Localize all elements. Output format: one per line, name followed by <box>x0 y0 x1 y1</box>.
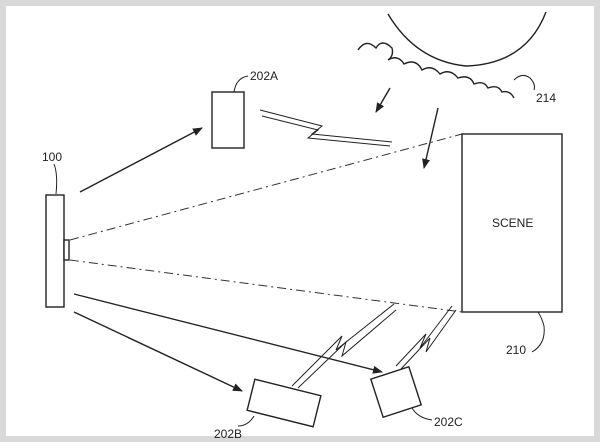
arrow-to-202C <box>73 293 383 374</box>
sensor-202C-label: 202C <box>434 415 463 429</box>
sensor-202C-leader <box>411 407 433 421</box>
scene-ref-label: 210 <box>506 343 526 357</box>
link-202A-b <box>261 115 391 147</box>
arrow-to-202A <box>79 127 203 193</box>
sensor-202B-leader <box>237 415 255 427</box>
light-arrow-1 <box>375 87 391 113</box>
fov-upper <box>69 133 463 241</box>
device-label: 100 <box>42 150 62 164</box>
link-202B-b <box>297 309 397 389</box>
fov-lower <box>69 259 463 313</box>
light-source-leader <box>513 74 535 91</box>
scene-text: SCENE <box>492 216 533 230</box>
sun-arc <box>387 11 547 67</box>
link-202A <box>259 109 393 143</box>
sensor-202B <box>246 378 322 428</box>
device-100 <box>45 194 65 308</box>
light-source-label: 214 <box>536 91 556 105</box>
scene-box <box>461 133 563 313</box>
device-lens <box>63 239 70 261</box>
device-leader <box>53 163 58 195</box>
sensor-202A-leader <box>233 75 249 93</box>
link-202C <box>395 305 453 367</box>
arrow-to-202B <box>73 311 243 392</box>
sensor-202B-label: 202B <box>214 427 242 441</box>
link-202B <box>291 303 395 387</box>
diagram-canvas: 214 100 SCENE 210 202A 202B 202C <box>42 11 563 441</box>
cloud-shape <box>357 42 515 99</box>
light-arrow-2 <box>422 107 439 169</box>
sensor-202C <box>369 365 423 419</box>
sensor-202A <box>211 91 245 149</box>
link-202C-b <box>400 309 457 370</box>
sensor-202A-label: 202A <box>250 69 278 83</box>
scene-leader <box>531 311 545 353</box>
